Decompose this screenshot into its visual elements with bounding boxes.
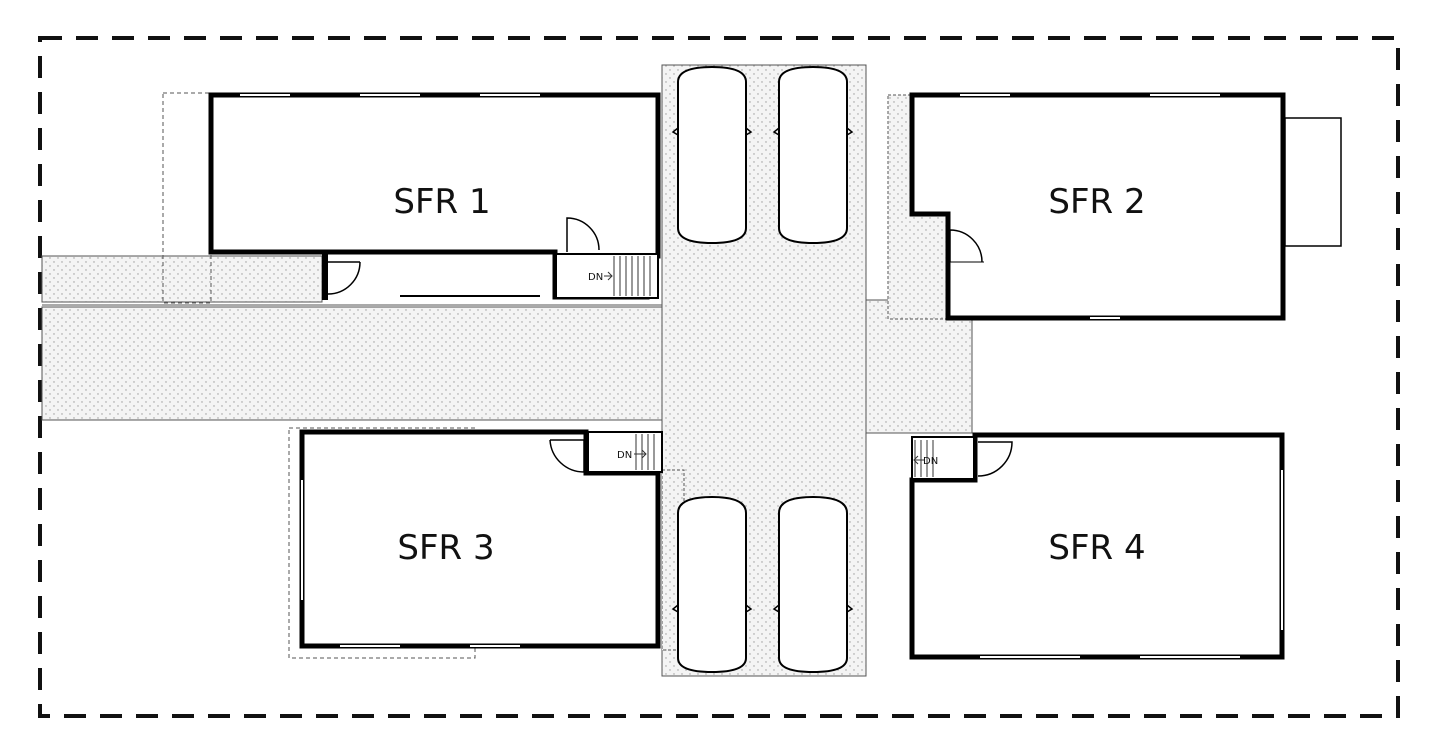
property-boundary <box>38 36 1400 718</box>
car-mirrors <box>671 127 854 613</box>
sfr-2-walls <box>909 92 1286 321</box>
sfr-3-entry-door <box>549 439 585 473</box>
sfr-1-interior-door <box>566 217 600 252</box>
window-marks <box>240 94 1283 658</box>
unit-sfr-2: SFR 2 <box>909 92 1342 321</box>
car-icon <box>778 495 848 674</box>
car-icon <box>677 65 747 245</box>
walkway-west <box>41 255 323 303</box>
sfr-3-stair <box>634 434 655 470</box>
sfr-2-bay-window <box>1284 117 1342 247</box>
car-icon <box>677 495 747 674</box>
sfr-4-stair-landing <box>911 436 975 480</box>
unit-sfr-1: DN SFR 1 <box>208 92 661 300</box>
unit-sfr-3: DN SFR 3 <box>299 429 663 649</box>
sfr-4-label: SFR 4 <box>1048 528 1145 568</box>
driveway-horizontal <box>41 306 663 421</box>
sfr-4-entry-door <box>977 441 1013 477</box>
sfr-2-entry-door <box>949 229 983 263</box>
sfr-1-label: SFR 1 <box>393 182 490 222</box>
sfr-4-stair <box>913 440 934 477</box>
sfr-3-stair-label: DN <box>617 450 632 461</box>
sfr-1-stair <box>604 256 651 296</box>
turnaround-pad <box>865 299 973 434</box>
parked-cars <box>677 65 848 674</box>
sfr-1-entry-door <box>327 261 361 295</box>
car-icon <box>778 65 848 245</box>
sfr-4-stair-label: DN <box>923 456 938 467</box>
sfr-2-label: SFR 2 <box>1048 182 1145 222</box>
sfr-3-label: SFR 3 <box>397 528 494 568</box>
sfr-1-stair-label: DN <box>588 272 603 283</box>
sfr-3-stair-landing <box>587 431 663 473</box>
unit-sfr-4: DN SFR 4 <box>909 432 1285 660</box>
